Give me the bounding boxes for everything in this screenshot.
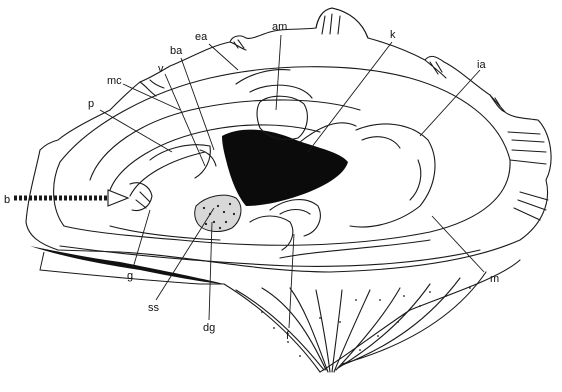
label-ea: ea [195, 31, 208, 43]
label-b: b [4, 194, 10, 206]
adductor-muscle [222, 130, 348, 206]
label-p: p [88, 98, 94, 110]
label-am: am [272, 21, 287, 33]
label-dg: dg [203, 322, 215, 334]
label-ss: ss [148, 302, 160, 314]
label-v: v [158, 63, 164, 75]
lower-valve-fan [224, 260, 520, 372]
label-ba: ba [170, 45, 183, 57]
label-k: k [390, 29, 396, 41]
label-g: g [127, 270, 133, 282]
arrow-b [14, 190, 128, 206]
visceral-mass [90, 70, 435, 258]
label-ia: ia [477, 59, 486, 71]
label-m: m [490, 273, 499, 285]
label-mc: mc [107, 75, 122, 87]
